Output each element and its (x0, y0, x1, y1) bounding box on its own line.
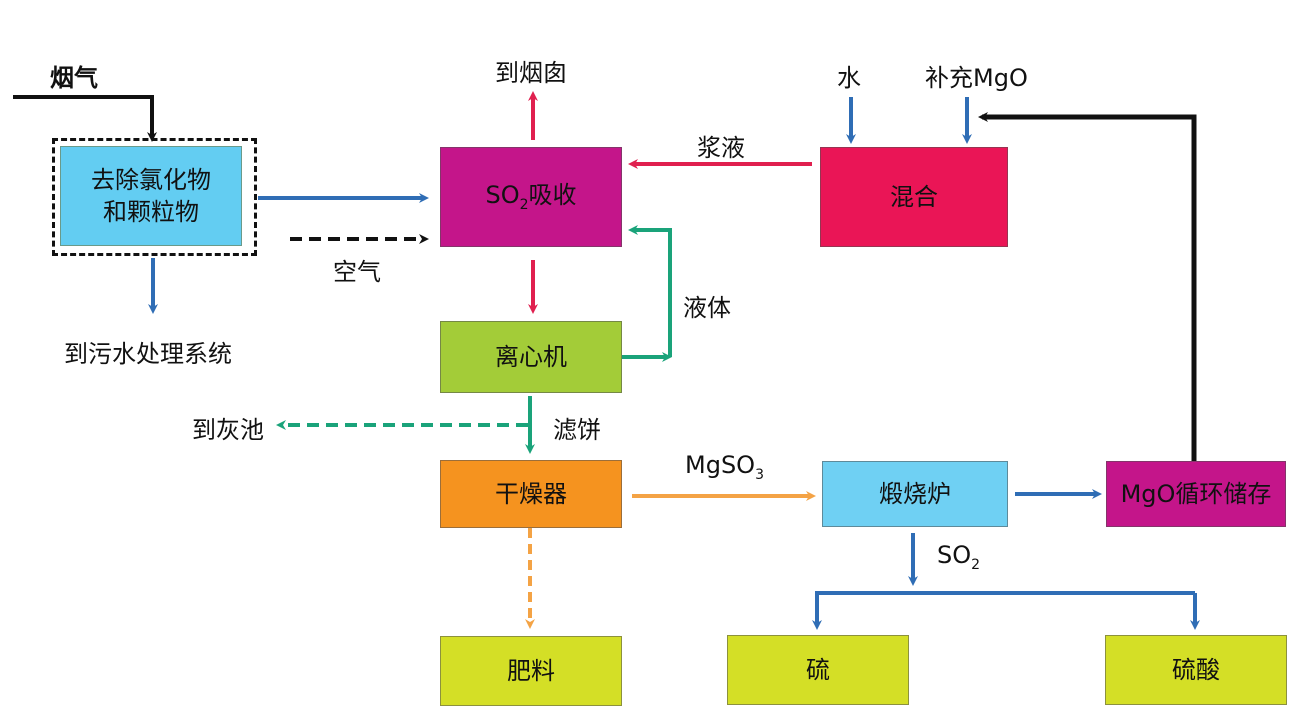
label-to-chimney: 到烟囱 (495, 59, 567, 87)
node-calciner-label: 煅烧炉 (879, 479, 951, 508)
node-sulfuric-acid[interactable]: 硫酸 (1105, 635, 1287, 705)
node-fertilizer[interactable]: 肥料 (440, 636, 622, 706)
node-sulfuric-acid-label: 硫酸 (1172, 655, 1220, 684)
node-fertilizer-label: 肥料 (507, 656, 555, 685)
label-to-ash-pond: 到灰池 (192, 416, 264, 444)
node-mgo-storage-label: MgO循环储存 (1120, 479, 1272, 508)
node-remove-line1: 去除氯化物 (91, 165, 211, 194)
node-so2-absorption[interactable]: SO2吸收 (440, 147, 622, 247)
node-centrifuge-label: 离心机 (495, 342, 567, 371)
label-filter-cake: 滤饼 (553, 416, 601, 444)
node-mix-label: 混合 (890, 182, 938, 211)
node-mix[interactable]: 混合 (820, 147, 1008, 247)
label-flue-gas: 烟气 (50, 64, 98, 92)
label-add-mgo: 补充MgO (925, 64, 1028, 92)
node-sulfur-label: 硫 (806, 655, 830, 684)
label-so2: SO2 (937, 541, 981, 573)
node-remove-line2: 和颗粒物 (103, 198, 199, 226)
node-so2-absorption-label: SO2吸收 (485, 181, 577, 214)
node-sulfur[interactable]: 硫 (727, 635, 909, 705)
arrow-mgo-recycle (978, 112, 1197, 462)
pretreatment-frame (52, 138, 257, 256)
node-dryer[interactable]: 干燥器 (440, 460, 622, 528)
label-mgso3: MgSO3 (685, 451, 764, 483)
node-dryer-label: 干燥器 (495, 479, 567, 508)
node-centrifuge[interactable]: 离心机 (440, 321, 622, 393)
label-air: 空气 (333, 258, 381, 286)
label-slurry: 浆液 (697, 134, 745, 162)
node-calciner[interactable]: 煅烧炉 (822, 461, 1008, 527)
node-mgo-storage[interactable]: MgO循环储存 (1106, 461, 1286, 527)
label-to-wastewater: 到污水处理系统 (64, 340, 232, 368)
node-remove-chlorides[interactable]: 去除氯化物 和颗粒物 (60, 146, 242, 246)
label-liquid: 液体 (683, 294, 731, 322)
arrow-flue-gas (13, 95, 157, 142)
arrow-liquid-return (628, 225, 672, 357)
label-water: 水 (837, 64, 861, 92)
arrow-to-sulfur (812, 591, 1195, 630)
